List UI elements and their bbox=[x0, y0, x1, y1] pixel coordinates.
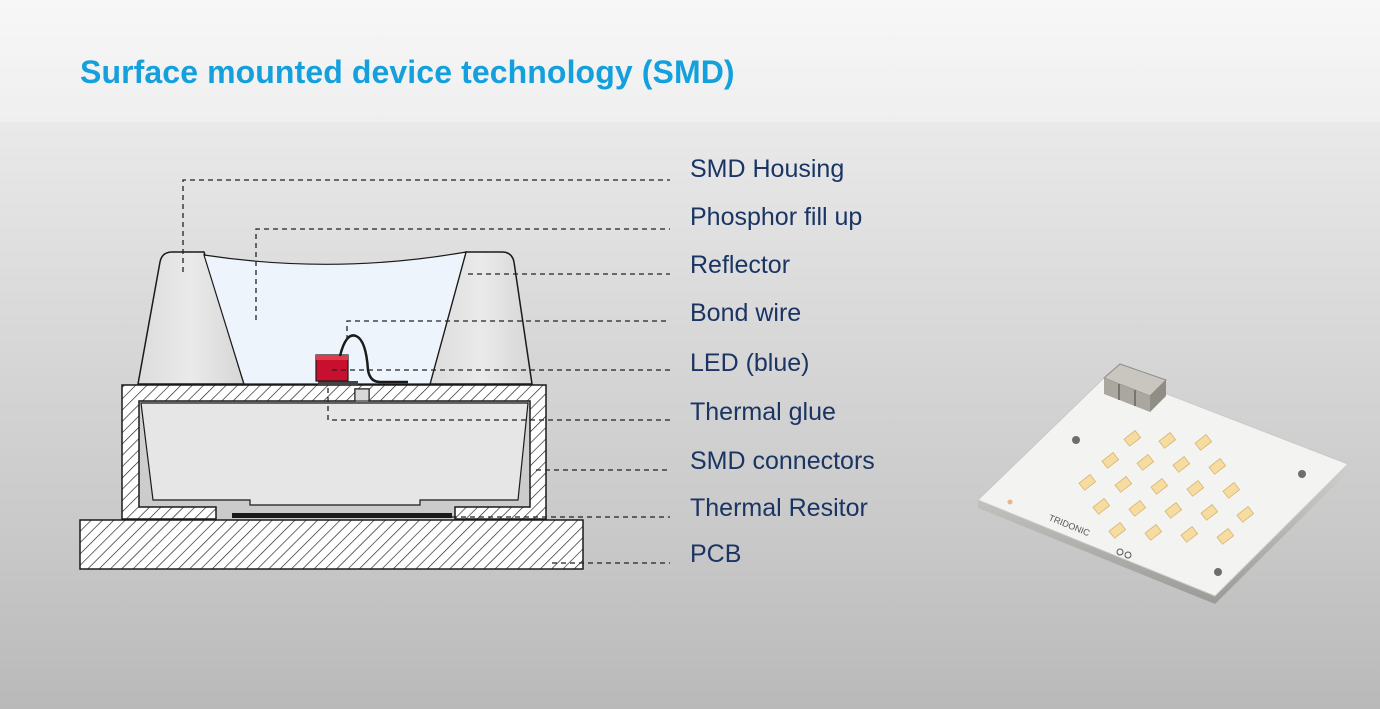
pcb-layer bbox=[79, 519, 584, 570]
label-smd-connectors: SMD connectors bbox=[690, 447, 875, 475]
label-led-blue: LED (blue) bbox=[690, 349, 810, 377]
label-reflector: Reflector bbox=[690, 251, 791, 279]
label-thermal-glue: Thermal glue bbox=[690, 398, 836, 426]
led-module-board-image: TRIDONIC bbox=[977, 363, 1349, 604]
page-title: Surface mounted device technology (SMD) bbox=[80, 54, 735, 90]
ce-mark-icon bbox=[1116, 548, 1132, 559]
label-smd-housing: SMD Housing bbox=[690, 155, 845, 183]
smd-housing-left-wall bbox=[137, 251, 246, 385]
leader-lines bbox=[182, 179, 670, 564]
led-emitter-grid bbox=[1078, 429, 1255, 545]
thermal-glue-layer bbox=[318, 381, 358, 385]
smd-housing-right-wall bbox=[429, 251, 533, 385]
housing-inner-body bbox=[140, 402, 529, 506]
thermal-resistor-pad bbox=[232, 513, 452, 518]
header-band bbox=[0, 0, 1380, 122]
label-phosphor-fill-up: Phosphor fill up bbox=[690, 203, 863, 231]
label-pcb: PCB bbox=[690, 540, 742, 568]
label-thermal-resitor: Thermal Resitor bbox=[690, 494, 868, 522]
phosphor-fill bbox=[203, 251, 467, 385]
label-bond-wire: Bond wire bbox=[690, 299, 802, 327]
board-connector-icon bbox=[1103, 363, 1167, 412]
